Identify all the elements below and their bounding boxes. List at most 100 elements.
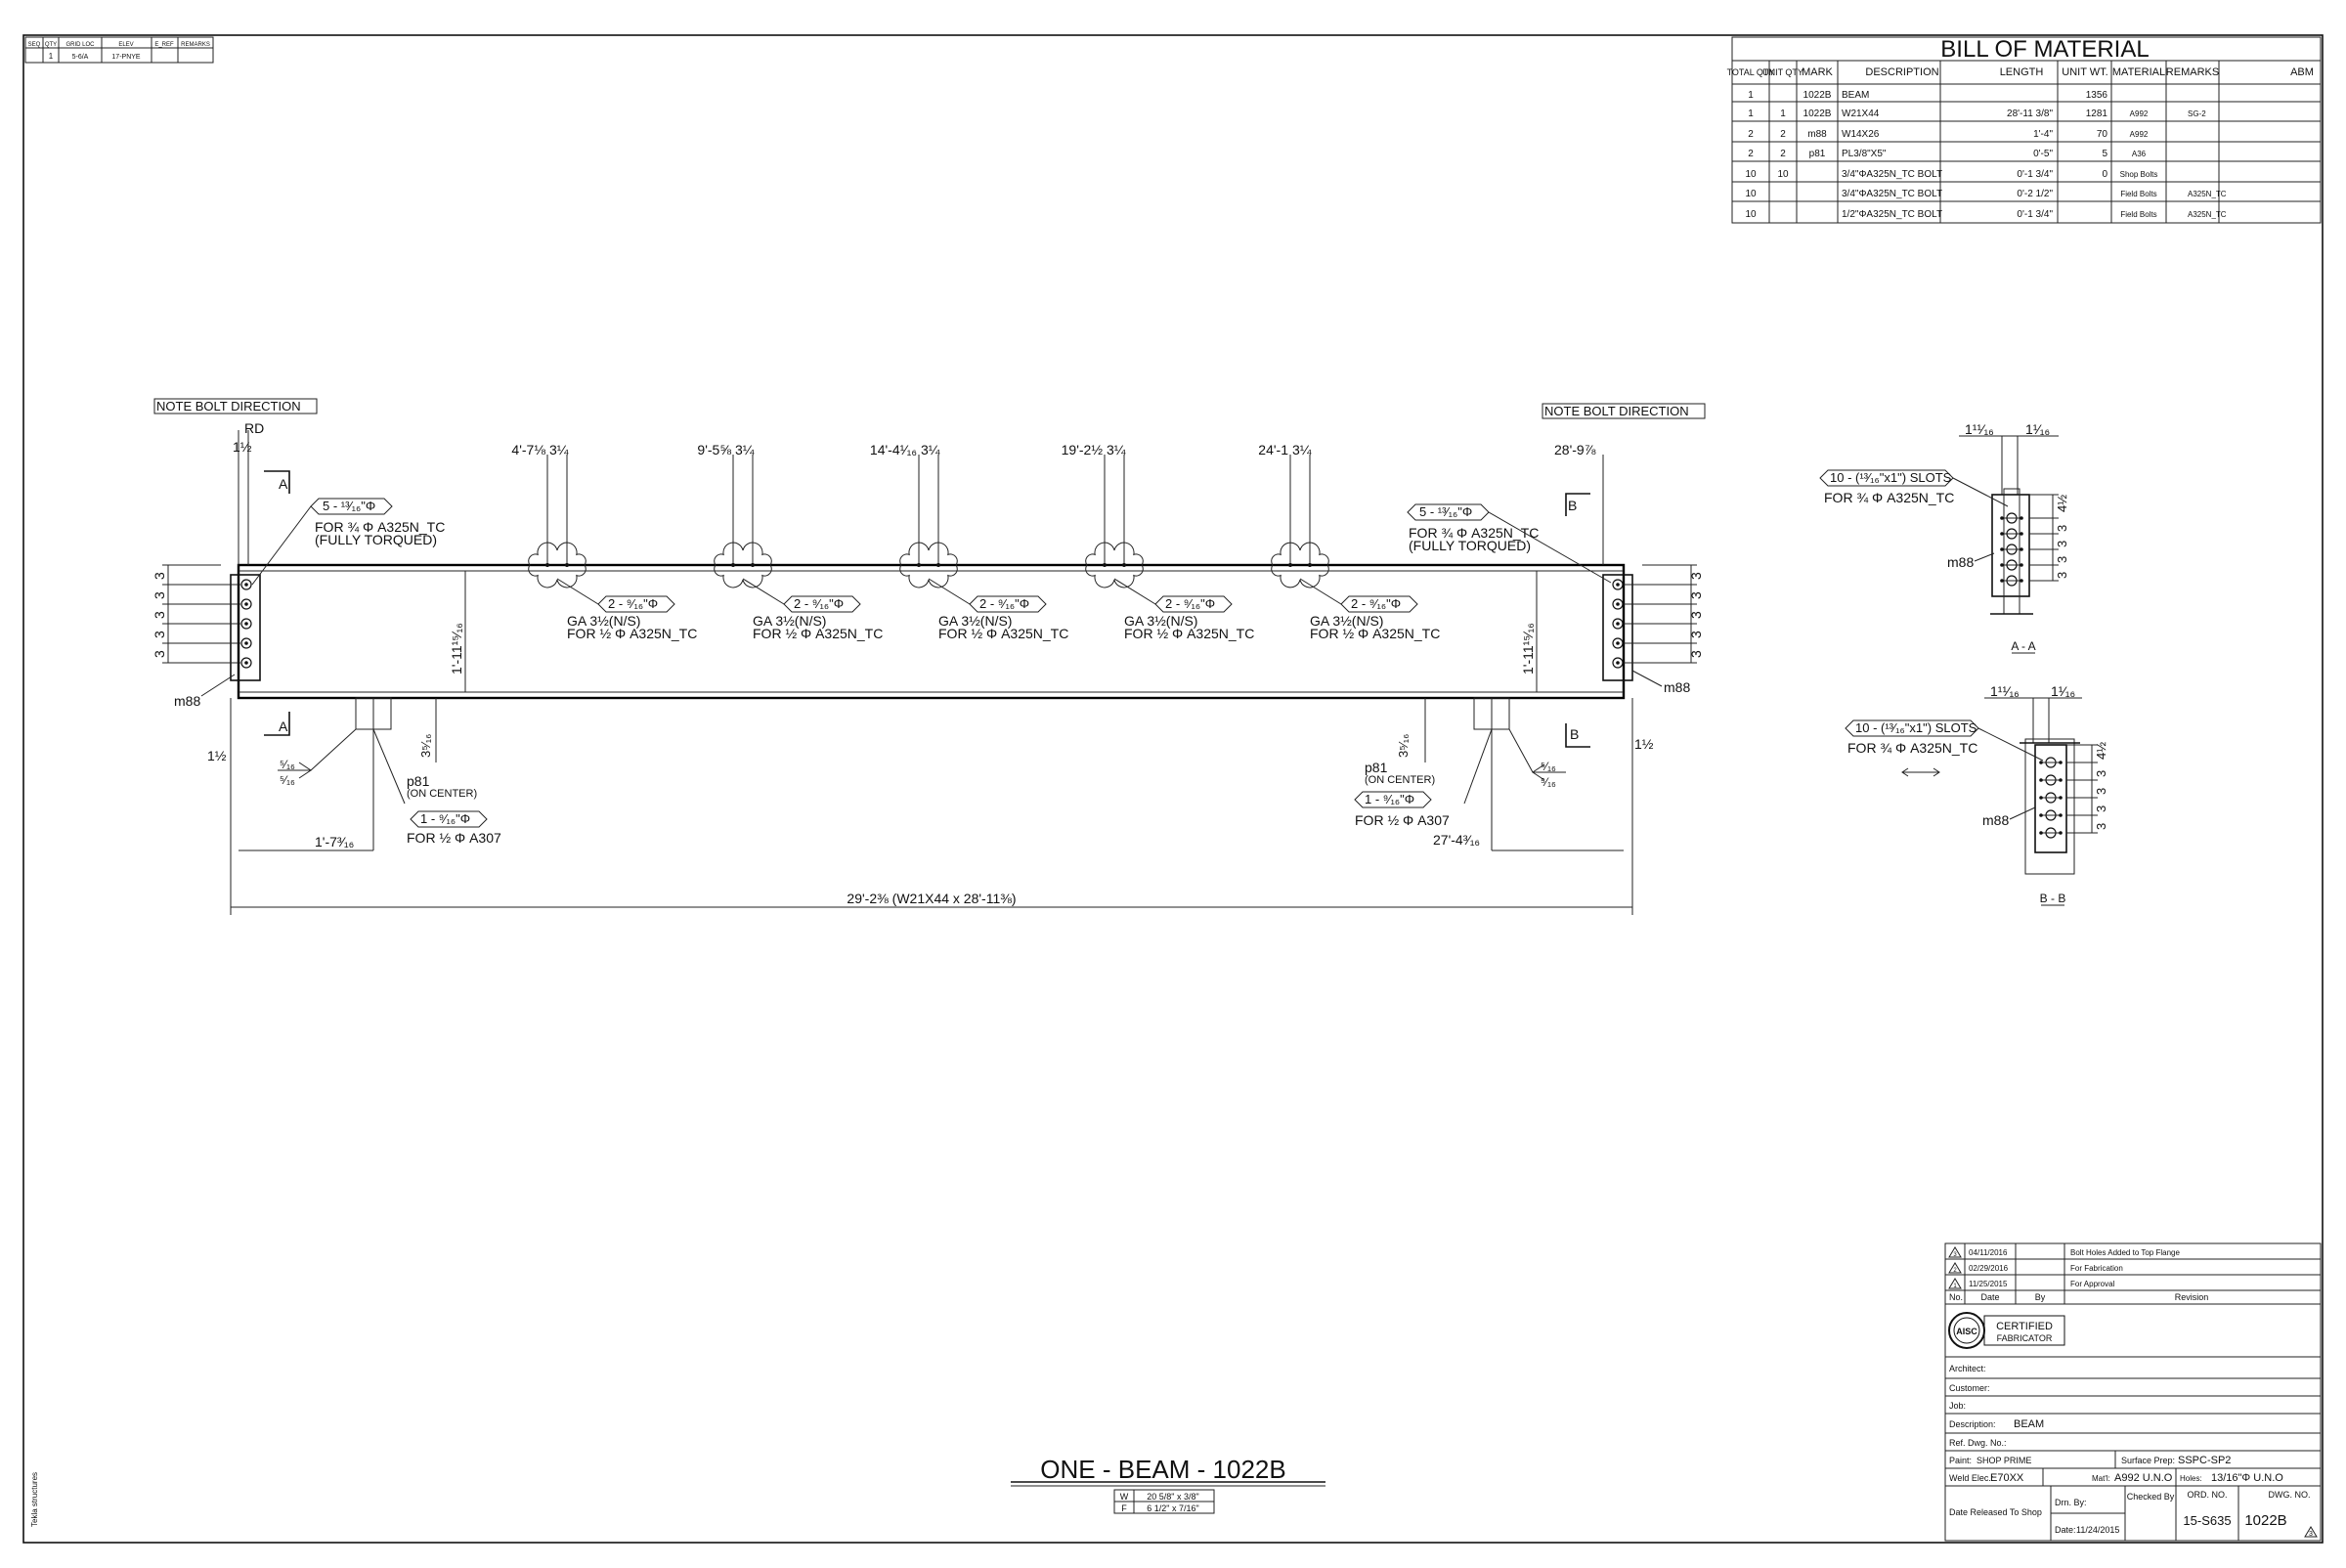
right-plate-dim: 27'-4³⁄₁₆	[1433, 832, 1480, 848]
svg-text:Checked By: Checked By	[2127, 1492, 2175, 1502]
beam-web	[237, 563, 1626, 700]
depth-dim-right: 1'-11¹⁵⁄₁₆	[1520, 623, 1536, 675]
section-dim: 3	[2055, 572, 2069, 579]
svg-text:FOR ¾ Φ A325N_TC: FOR ¾ Φ A325N_TC	[1824, 490, 1954, 505]
hole-tag: 2 - ⁹⁄₁₆"Φ	[1351, 596, 1401, 611]
section-b-marker-top: B	[1565, 493, 1590, 516]
section-bb-bolts	[2039, 757, 2063, 839]
dwg-value: 1022B	[2244, 1512, 2286, 1529]
svg-text:W: W	[1120, 1492, 1129, 1502]
bom-cell: 1'-4"	[2033, 129, 2053, 140]
mini-table: SEQ QTY GRID LOC ELEV E_REF REMARKS 1 5-…	[24, 36, 214, 64]
section-dim: 3	[2055, 541, 2069, 547]
svg-text:FABRICATOR: FABRICATOR	[1997, 1333, 2053, 1343]
bom-cell: 28'-11 3/8"	[2007, 109, 2053, 119]
spacing-value: 3	[152, 572, 167, 580]
hole-gauge: GA 3½(N/S)	[1124, 613, 1197, 629]
revision-cloud	[1271, 542, 1329, 588]
bom-cell: A36	[2132, 150, 2147, 158]
svg-text:3⁵⁄₁₆: 3⁵⁄₁₆	[1396, 734, 1411, 758]
bom-cell: 2	[1748, 149, 1754, 159]
bom-header-length: LENGTH	[2000, 66, 2044, 78]
revision-date: 11/25/2015	[1969, 1280, 2008, 1288]
bom-cell: 0'-1 3/4"	[2017, 209, 2053, 220]
svg-text:Customer:: Customer:	[1949, 1383, 1990, 1393]
bolt-center-left	[244, 602, 248, 606]
bom-cell: 3/4"ΦA325N_TC BOLT	[1842, 189, 1942, 199]
hole-for: FOR ½ Φ A325N_TC	[938, 626, 1068, 641]
svg-text:1 - ⁹⁄₁₆"Φ: 1 - ⁹⁄₁₆"Φ	[1365, 792, 1414, 806]
bom-cell: 1022B	[1803, 90, 1832, 101]
revision-triangle	[1948, 1262, 1962, 1274]
top-hole-dim: 4'-7⅛	[511, 442, 545, 457]
top-hole-spacing: 3¼	[1292, 442, 1312, 457]
svg-text:p81: p81	[407, 773, 430, 789]
bom-cell: 10	[1777, 169, 1789, 180]
section-dim: 3	[2055, 525, 2069, 532]
bolt-center-left	[244, 661, 248, 665]
bom-cell: m88	[1807, 129, 1827, 140]
bom-cell: 1356	[2086, 90, 2108, 101]
spacing-value: 3	[1688, 611, 1704, 619]
note-bolt-direction-right: NOTE BOLT DIRECTION	[1544, 404, 1689, 418]
bolt-center-left	[244, 622, 248, 626]
aisc-logo: AISC CERTIFIED FABRICATOR	[1948, 1312, 2065, 1349]
hole-for: FOR ½ Φ A325N_TC	[753, 626, 883, 641]
revision-no: 1	[1953, 1284, 1957, 1289]
revision-cloud	[899, 542, 958, 588]
revision-no: 2	[1953, 1268, 1957, 1274]
drawing-title: ONE - BEAM - 1022B	[1040, 1455, 1285, 1484]
depth-dim-left: 1'-11¹⁵⁄₁₆	[449, 623, 464, 675]
top-hole-dim: 14'-4¹⁄₁₆	[870, 442, 917, 457]
bom-cell: Shop Bolts	[2120, 170, 2158, 179]
svg-text:E70XX: E70XX	[1990, 1472, 2024, 1484]
spacing-value: 3	[152, 591, 167, 599]
right-weld-symbol: ⁵⁄₁₆ ⁵⁄₁₆	[1508, 728, 1566, 789]
section-dim: 3	[2094, 788, 2108, 795]
top-hole-spacing: 3¼	[735, 442, 755, 457]
bom-cell: A325N_TC	[2188, 210, 2227, 219]
svg-text:AISC: AISC	[1956, 1327, 1977, 1336]
svg-text:m88: m88	[1947, 554, 1974, 570]
svg-text:FOR ¾ Φ A325N_TC: FOR ¾ Φ A325N_TC	[1847, 740, 1977, 756]
bolt-center-left	[244, 583, 248, 587]
svg-text:3: 3	[2309, 1531, 2313, 1538]
slot-direction-arrow	[1901, 767, 1940, 777]
revision-cloud	[1085, 542, 1144, 588]
bom-cell: 1022B	[1803, 109, 1832, 119]
bom-cell: 10	[1745, 169, 1757, 180]
bom-cell: 0'-2 1/2"	[2017, 189, 2053, 199]
svg-text:FOR ½ Φ A307: FOR ½ Φ A307	[1355, 812, 1450, 828]
left-bottom-offset: 1½	[207, 748, 227, 763]
top-hole-dim: 19'-2½	[1062, 442, 1104, 457]
sheet-border	[22, 34, 2324, 1544]
spacing-value: 3	[1688, 631, 1704, 638]
svg-text:5 - ¹³⁄₁₆"Φ: 5 - ¹³⁄₁₆"Φ	[1419, 504, 1472, 519]
svg-text:11/24/2015: 11/24/2015	[2076, 1525, 2119, 1535]
svg-text:Job:: Job:	[1949, 1401, 1966, 1411]
sheet-title-block: ONE - BEAM - 1022B W 20 5/8" x 3/8" F 6 …	[1011, 1455, 1325, 1514]
right-top-dim: 28'-9⅞	[1554, 442, 1596, 457]
bom-cell: 2	[1780, 129, 1786, 140]
bom-header-description: DESCRIPTION	[1865, 66, 1938, 78]
right-bottom-plate: 3⁵⁄₁₆ p81 (ON CENTER) 1 - ⁹⁄₁₆"Φ FOR ½ Φ…	[1354, 697, 1624, 851]
right-mark: m88	[1664, 679, 1690, 695]
svg-text:⁵⁄₁₆: ⁵⁄₁₆	[280, 758, 295, 771]
right-bottom-offset: 1½	[1634, 736, 1654, 752]
revision-desc: Bolt Holes Added to Top Flange	[2070, 1248, 2180, 1257]
svg-text:1¹⁄₁₆: 1¹⁄₁₆	[2025, 421, 2050, 437]
hole-tag: 2 - ⁹⁄₁₆"Φ	[1165, 596, 1215, 611]
mini-header-eref: E_REF	[154, 42, 174, 48]
svg-text:p81: p81	[1365, 760, 1388, 775]
svg-text:Date Released To Shop: Date Released To Shop	[1949, 1507, 2042, 1517]
bom-cell: 2	[1780, 149, 1786, 159]
bom-cell: Field Bolts	[2120, 190, 2156, 198]
revision-triangle	[1948, 1246, 1962, 1258]
left-mark: m88	[174, 693, 200, 709]
side-note: Tekla structures	[30, 1472, 39, 1527]
svg-text:Paint:: Paint:	[1949, 1456, 1972, 1465]
